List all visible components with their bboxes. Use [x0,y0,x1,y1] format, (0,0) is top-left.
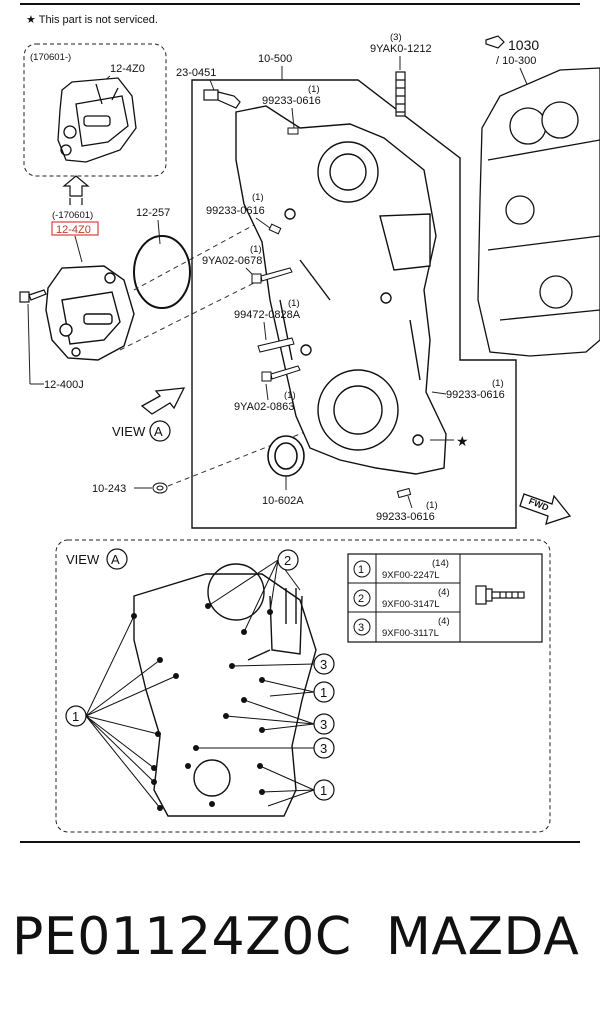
p99233-0616-c-qty: (1) [492,378,504,389]
legend-1-qty: (14) [432,558,449,569]
p99472-0828A-label: 99472-0828A [234,309,301,321]
p9YA02-0678-qty: (1) [250,244,262,255]
callout-3-c: 3 [320,741,327,756]
inset-box: (170601-) 12-4Z0 [23,43,167,177]
callout-circles [65,549,335,801]
flange-bolt-icon [475,585,525,605]
inset-code-below: (-170601) [52,210,93,221]
product-caption: PE01124Z0C MAZDA [0,892,600,982]
reference-icon [485,35,505,49]
p99233-0616-d-label: 99233-0616 [376,511,435,523]
view-letter: A [154,424,163,439]
callout-1-left: 1 [72,709,79,724]
legend-2-qty: (4) [438,587,450,598]
brand-name: MAZDA [386,907,580,967]
view-a-title: VIEW [66,552,100,567]
plug-10-243-label: 10-243 [92,483,126,495]
highlight-box [51,221,99,236]
plug-icon [152,482,168,494]
callout-3-a: 3 [320,657,327,672]
timing-chain-cover-icon [235,105,447,475]
cover-10-500-label: 10-500 [258,53,292,65]
stud-icon [395,71,406,117]
oring-12-257-label: 12-257 [136,207,170,219]
upgrade-arrow-icon [62,175,90,205]
inset-part-label: 12-4Z0 [110,63,145,75]
legend-1-num: 1 [358,564,364,576]
p99233-0616-b-qty: (1) [252,192,264,203]
p99233-0616-a-label: 99233-0616 [262,95,321,107]
legend-2-part: 9XF00-3147L [382,599,440,610]
view-label: VIEW [112,424,146,439]
view-a-panel [55,539,551,833]
highlighted-part: 12-4Z0 [56,224,91,236]
dowel-pin-icon [257,337,295,353]
view-a-callout-lines [85,559,315,809]
callout-2-top: 2 [284,553,291,568]
p99233-0616-d-qty: (1) [426,500,438,511]
callout-1-b: 1 [320,783,327,798]
block-ref-label: 1030 [508,37,539,53]
oil-seal-icon [267,435,305,477]
bolt-icon [19,289,47,303]
legend-3-num: 3 [358,622,364,634]
oring-icon [133,235,191,309]
cover-group-box [191,79,517,529]
bolt-icon [396,487,412,499]
inset-code-label: (170601-) [30,52,71,63]
legend-1-part: 9XF00-2247L [382,570,440,581]
callout-1-a: 1 [320,685,327,700]
oil-pump-body-icon [45,265,135,361]
part-number: PE01124Z0C [12,907,352,967]
forward-arrow-icon [519,493,572,525]
legend-2-num: 2 [358,593,364,605]
legend-3-qty: (4) [438,616,450,627]
p99233-0616-c-label: 99233-0616 [446,389,505,401]
seal-10-602A-label: 10-602A [262,495,304,507]
p9YA02-0678-label: 9YA02-0678 [202,255,262,267]
timing-cover-pump-icon [57,77,137,163]
bolt-icon [251,267,293,284]
p99472-0828A-qty: (1) [288,298,300,309]
view-letter-circle [149,420,171,442]
sensor-icon [203,89,241,109]
view-arrow-icon [140,387,186,415]
view-a-cover-outline [133,563,317,817]
legend-3-part: 9XF00-3117L [382,628,439,639]
bolt-icon [261,365,301,382]
not-serviced-note: ★ This part is not serviced. [26,14,158,26]
callout-3-b: 3 [320,717,327,732]
block-ref-sub: / 10-300 [496,55,536,67]
stud-qty: (3) [390,32,402,43]
engine-block-icon [477,67,600,357]
star-marker: ★ [456,433,469,449]
view-a-letter: A [111,552,120,567]
bolt-23-0451-label: 23-0451 [176,67,216,79]
bolt-12-400J-label: 12-400J [44,379,84,391]
p99233-0616-a-qty: (1) [308,84,320,95]
p9YA02-0863-label: 9YA02-0863 [234,401,294,413]
stud-9YAK0-1212-label: 9YAK0-1212 [370,43,432,55]
p9YA02-0863-qty: (1) [284,390,296,401]
p99233-0616-b-label: 99233-0616 [206,205,265,217]
